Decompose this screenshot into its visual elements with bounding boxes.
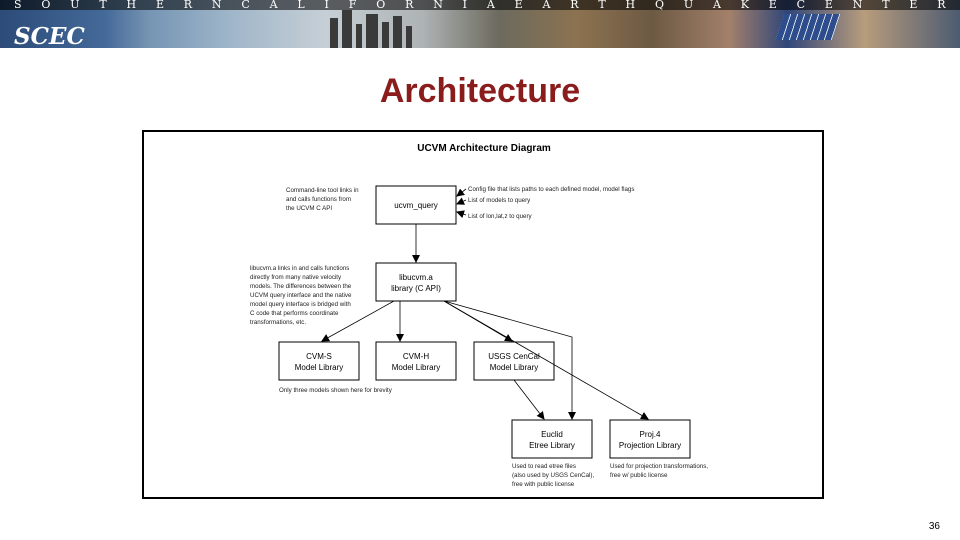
config-arrow [456, 188, 467, 197]
skyline-building [356, 24, 362, 48]
banner-letter: S [14, 0, 22, 11]
banner-letter: U [70, 0, 80, 11]
banner-letter: R [183, 0, 193, 11]
skyline-building [382, 22, 389, 48]
architecture-diagram: UCVM Architecture Diagram ucvm_query lib… [250, 143, 710, 488]
usgs-cencal-box [473, 341, 555, 381]
banner-letter: U [683, 0, 694, 11]
banner-letter: E [155, 0, 164, 11]
proj-note: Used for projection transformations, fre… [610, 463, 710, 479]
scec-logo: SCEC [0, 10, 150, 48]
lonlat-arrow [456, 210, 467, 219]
banner-letter: Q [654, 0, 664, 11]
libucvm-label-2: library (C API) [391, 284, 441, 293]
banner-letter: K [740, 0, 749, 11]
banner-letter: C [796, 0, 806, 11]
banner-letter: L [297, 0, 305, 11]
banner-letter: I [324, 0, 329, 11]
euclid-box [511, 419, 593, 459]
banner-letter: O [41, 0, 51, 11]
usgs-to-euclid-arrow [513, 379, 545, 420]
proj4-label-1: Proj.4 [640, 430, 661, 439]
banner-letter: A [542, 0, 551, 11]
banner-letter: I [462, 0, 467, 11]
banner-letter: E [909, 0, 918, 11]
banner-letter: C [241, 0, 250, 11]
usgs-label-2: Model Library [490, 363, 538, 372]
euclid-note: Used to read etree files (also used by U… [512, 463, 596, 488]
banner-letter: T [598, 0, 606, 11]
banner-letter: H [625, 0, 636, 11]
banner-letter: O [376, 0, 386, 11]
header-banner: SCEC S O U T H E R N C A L I F O R N I A E A R T H Q U A K E C E N T E R [0, 0, 960, 48]
proj4-label-2: Projection Library [619, 441, 681, 450]
ucvm-query-label: ucvm_query [394, 201, 438, 210]
cvmh-label-1: CVM-H [403, 352, 429, 361]
banner-letter: E [768, 0, 777, 11]
banner-letter: F [348, 0, 357, 11]
banner-letter: E [824, 0, 833, 11]
banner-letter: N [433, 0, 443, 11]
euclid-label-2: Etree Library [529, 441, 575, 450]
skyline-building [393, 16, 402, 48]
banner-letter: R [405, 0, 414, 11]
banner-letter: T [99, 0, 107, 11]
cvmh-box [375, 341, 457, 381]
diagram-frame: UCVM Architecture Diagram ucvm_query lib… [142, 130, 824, 499]
libucvm-box [375, 262, 457, 302]
skyline-building [342, 10, 352, 48]
banner-letter: R [937, 0, 946, 11]
banner-letter: H [126, 0, 137, 11]
libucvm-note: libucvm.a links in and calls functions d… [250, 265, 353, 326]
skyline-building [406, 26, 412, 48]
banner-letter-strip [0, 0, 960, 10]
banner-letter: A [486, 0, 495, 11]
cvmh-label-2: Model Library [392, 363, 440, 372]
solar-panel [775, 14, 841, 40]
brevity-note: Only three models shown here for brevity [279, 387, 393, 394]
logo-text: SCEC [14, 23, 85, 48]
usgs-label-1: USGS CenCal [488, 352, 540, 361]
proj4-box [609, 419, 691, 459]
banner-letter: N [852, 0, 863, 11]
skyline-building [330, 18, 338, 48]
banner-letter: A [712, 0, 721, 11]
lib-to-cvms-arrow [321, 300, 395, 342]
cvms-label-1: CVM-S [306, 352, 332, 361]
lib-to-euclid-arrow [443, 300, 576, 420]
cvms-label-2: Model Library [295, 363, 343, 372]
libucvm-label-1: libucvm.a [399, 273, 433, 282]
banner-letter: R [570, 0, 579, 11]
slide-title: Architecture [379, 72, 581, 110]
skyline-building [366, 14, 378, 48]
models-arrow [456, 197, 467, 205]
cvms-box [278, 341, 360, 381]
inputs-note: Config file that lists paths to each def… [468, 186, 636, 220]
banner-letter: T [882, 0, 890, 11]
lib-to-proj-arrow [443, 300, 649, 420]
banner-letter: E [514, 0, 523, 11]
banner-letter: A [269, 0, 278, 11]
diagram-title: UCVM Architecture Diagram [417, 143, 551, 154]
page-number: 36 [928, 521, 940, 532]
cmdline-note: Command-line tool links in and calls fun… [286, 187, 360, 212]
banner-letter: N [211, 0, 222, 11]
euclid-label-1: Euclid [541, 430, 563, 439]
